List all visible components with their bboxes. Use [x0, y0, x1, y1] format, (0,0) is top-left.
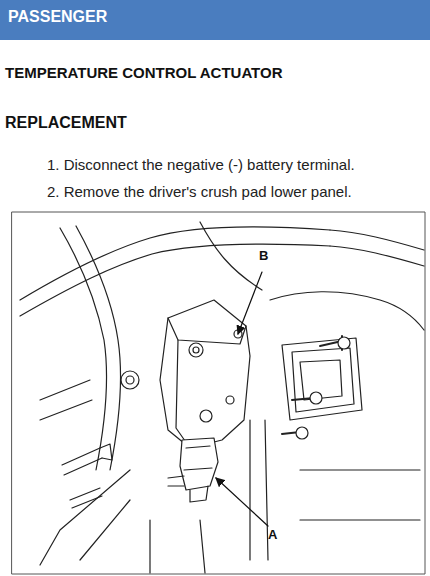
callout-letter: A — [268, 528, 277, 543]
section-heading: REPLACEMENT — [5, 114, 127, 132]
section-heading: TEMPERATURE CONTROL ACTUATOR — [5, 64, 283, 81]
leader-line — [216, 478, 268, 526]
leader-line — [238, 272, 262, 334]
step-text: 2. Remove the driver's crush pad lower p… — [47, 183, 352, 200]
header-title: PASSENGER — [8, 8, 107, 26]
step-text: 1. Disconnect the negative (-) battery t… — [47, 156, 355, 173]
callout-letter: B — [259, 249, 268, 264]
